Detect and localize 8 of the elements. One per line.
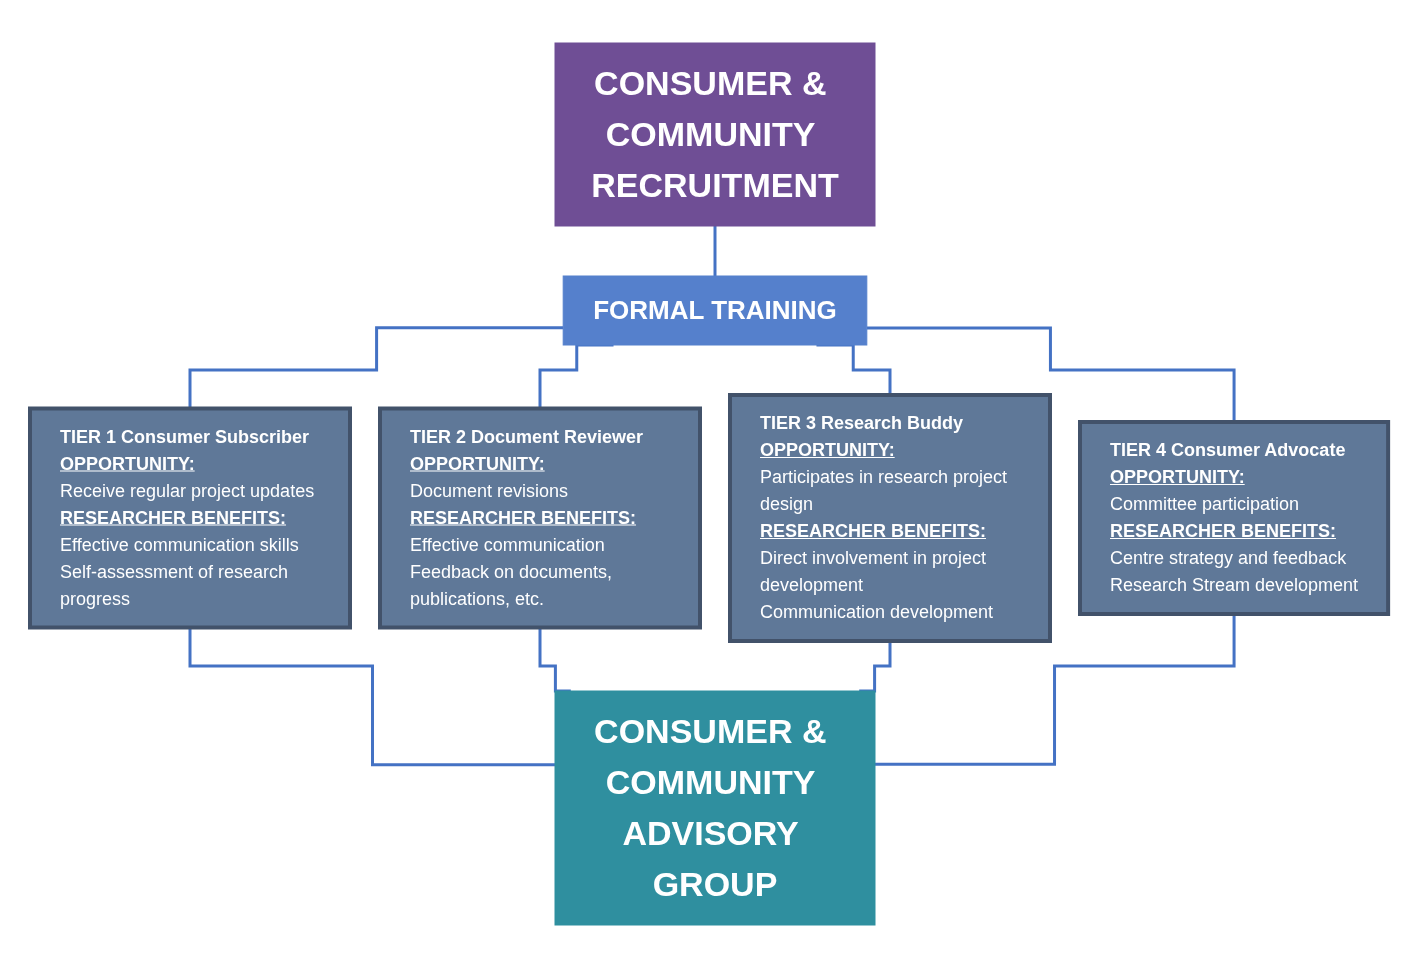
node-box: TIER 2 Document Reviewer OPPORTUNITY: Document revisions RESEARCHER BENEFITS: Effective communication Feedback on documents, publications, etc. [377, 406, 702, 629]
node-box: TIER 1 Consumer Subscriber OPPORTUNITY: Receive regular project updates RESEARCHER BENEFITS: Effective communication skills Self-assessment of research progress [27, 406, 352, 629]
node-box: CONSUMER & COMMUNITY RECRUITMENT [554, 42, 876, 226]
node-box: TIER 3 Research Buddy OPPORTUNITY: Participates in research project design RESEARCHER BENEFITS: Direct involvement in project development Communication development [727, 392, 1052, 643]
node-box: CONSUMER & COMMUNITY ADVISORY GROUP [554, 690, 876, 925]
node-box: TIER 4 Consumer Advocate OPPORTUNITY: Committee participation RESEARCHER BENEFITS: Centre strategy and feedback Research Stream development [1077, 419, 1391, 616]
node-box: FORMAL TRAINING [562, 275, 868, 345]
connector [713, 224, 717, 277]
